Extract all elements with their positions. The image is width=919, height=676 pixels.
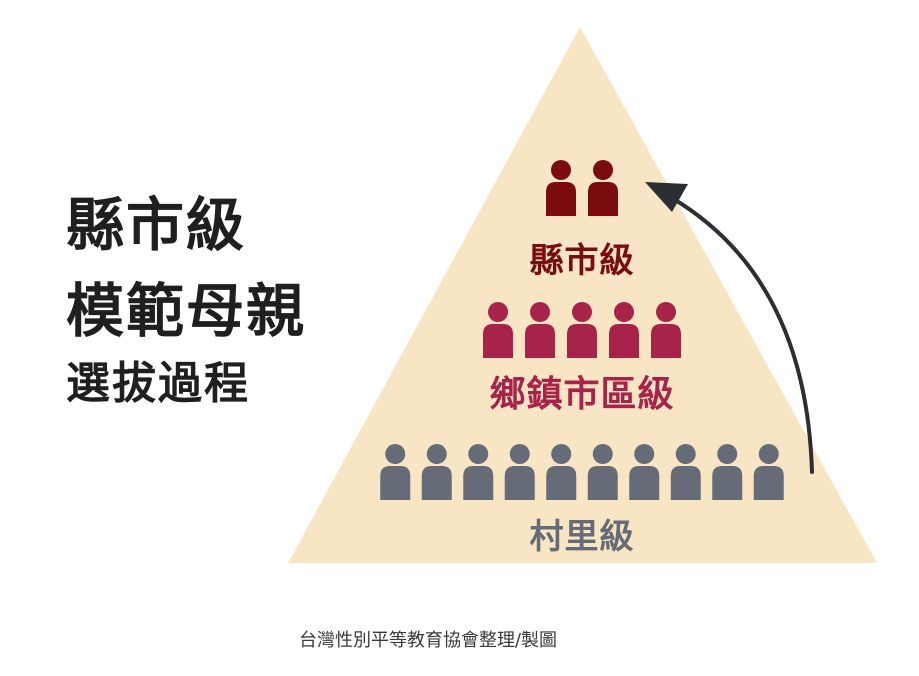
credit-caption: 台灣性別平等教育協會整理/製圖 <box>298 630 558 651</box>
people-icons-layer <box>380 160 784 500</box>
person-icon-village <box>753 444 784 500</box>
upward-arrow-icon <box>670 196 814 474</box>
person-icon-village <box>587 444 618 500</box>
person-icon-township <box>483 302 513 358</box>
person-icon-township <box>525 302 555 358</box>
pyramid-background <box>288 27 877 563</box>
level-label-township: 鄉鎮市區級 <box>489 374 675 415</box>
person-icon-village <box>504 444 535 500</box>
level-label-county: 縣市級 <box>529 241 635 281</box>
level-label-village: 村里級 <box>529 517 635 557</box>
person-icon-township <box>609 302 639 358</box>
person-icon-village <box>546 444 577 500</box>
title-line-model-mother: 模範母親 <box>66 277 307 345</box>
person-icon-county <box>588 160 618 216</box>
person-icon-village <box>629 444 660 500</box>
person-icon-village <box>421 444 452 500</box>
person-icon-village <box>380 444 411 500</box>
person-icon-county <box>546 160 576 216</box>
person-icon-village <box>712 444 743 500</box>
title-line-county-level: 縣市級 <box>66 191 247 259</box>
person-icon-township <box>567 302 597 358</box>
person-icon-village <box>670 444 701 500</box>
arrowhead-icon <box>645 182 688 212</box>
person-icon-township <box>651 302 681 358</box>
person-icon-village <box>463 444 494 500</box>
title-line-selection-process: 選拔過程 <box>66 358 250 409</box>
